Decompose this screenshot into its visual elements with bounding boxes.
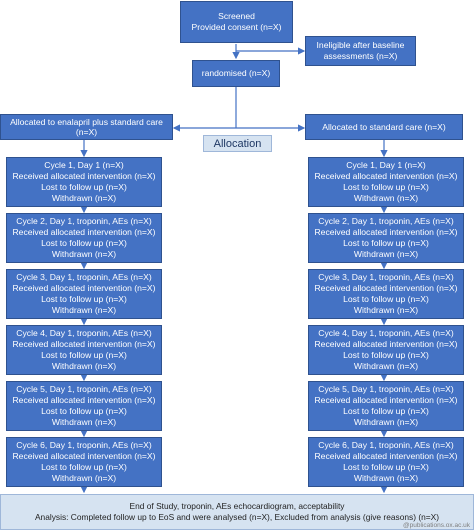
- randomised-label: randomised (n=X): [201, 68, 271, 78]
- withdrawn-count: Withdrawn (n=X): [353, 249, 419, 259]
- ineligible-count: assessments (n=X): [323, 51, 398, 61]
- lost-count: Lost to follow up (n=X): [343, 238, 429, 248]
- lost-count: Lost to follow up (n=X): [343, 350, 429, 360]
- right-cycle-5-box: Cycle 5, Day 1, troponin, AEs (n=X) Rece…: [308, 381, 464, 431]
- arm-enalapril-count: (n=X): [75, 127, 98, 137]
- withdrawn-count: Withdrawn (n=X): [51, 417, 117, 427]
- left-cycle-3-box: Cycle 3, Day 1, troponin, AEs (n=X) Rece…: [6, 269, 162, 319]
- withdrawn-count: Withdrawn (n=X): [51, 473, 117, 483]
- withdrawn-count: Withdrawn (n=X): [353, 473, 419, 483]
- lost-count: Lost to follow up (n=X): [41, 406, 127, 416]
- withdrawn-count: Withdrawn (n=X): [51, 193, 117, 203]
- arm-standard-care-box: Allocated to standard care (n=X): [305, 114, 463, 140]
- left-cycle-4-box: Cycle 4, Day 1, troponin, AEs (n=X) Rece…: [6, 325, 162, 375]
- received-count: Received allocated intervention (n=X): [314, 227, 458, 237]
- cycle-title: Cycle 5, Day 1, troponin, AEs (n=X): [318, 384, 454, 394]
- withdrawn-count: Withdrawn (n=X): [51, 249, 117, 259]
- lost-count: Lost to follow up (n=X): [343, 294, 429, 304]
- cycle-title: Cycle 2, Day 1, troponin, AEs (n=X): [318, 216, 454, 226]
- cycle-title: Cycle 6, Day 1, troponin, AEs (n=X): [16, 440, 152, 450]
- allocation-label: Allocation: [203, 135, 272, 152]
- lost-count: Lost to follow up (n=X): [41, 294, 127, 304]
- received-count: Received allocated intervention (n=X): [314, 395, 458, 405]
- ineligible-box: Ineligible after baseline assessments (n…: [305, 36, 416, 66]
- lost-count: Lost to follow up (n=X): [41, 182, 127, 192]
- left-cycle-5-box: Cycle 5, Day 1, troponin, AEs (n=X) Rece…: [6, 381, 162, 431]
- cycle-title: Cycle 1, Day 1 (n=X): [346, 160, 426, 170]
- withdrawn-count: Withdrawn (n=X): [353, 305, 419, 315]
- received-count: Received allocated intervention (n=X): [314, 283, 458, 293]
- left-cycle-6-box: Cycle 6, Day 1, troponin, AEs (n=X) Rece…: [6, 437, 162, 487]
- arm-standard-care-label: Allocated to standard care (n=X): [322, 121, 446, 132]
- received-count: Received allocated intervention (n=X): [314, 451, 458, 461]
- right-cycle-3-box: Cycle 3, Day 1, troponin, AEs (n=X) Rece…: [308, 269, 464, 319]
- cycle-title: Cycle 2, Day 1, troponin, AEs (n=X): [16, 216, 152, 226]
- lost-count: Lost to follow up (n=X): [41, 462, 127, 472]
- right-cycle-4-box: Cycle 4, Day 1, troponin, AEs (n=X) Rece…: [308, 325, 464, 375]
- lost-count: Lost to follow up (n=X): [41, 238, 127, 248]
- received-count: Received allocated intervention (n=X): [314, 171, 458, 181]
- cycle-title: Cycle 6, Day 1, troponin, AEs (n=X): [318, 440, 454, 450]
- ineligible-label: Ineligible after baseline: [316, 40, 405, 50]
- received-count: Received allocated intervention (n=X): [12, 171, 156, 181]
- withdrawn-count: Withdrawn (n=X): [51, 305, 117, 315]
- consent-count: Provided consent (n=X): [191, 22, 282, 32]
- screened-label: Screened: [218, 11, 255, 21]
- lost-count: Lost to follow up (n=X): [343, 462, 429, 472]
- screened-box: Screened Provided consent (n=X): [180, 1, 293, 43]
- randomised-box: randomised (n=X): [192, 60, 280, 87]
- cycle-title: Cycle 1, Day 1 (n=X): [44, 160, 124, 170]
- analysis-summary: Analysis: Completed follow up to EoS and…: [34, 512, 440, 522]
- cycle-title: Cycle 5, Day 1, troponin, AEs (n=X): [16, 384, 152, 394]
- cycle-title: Cycle 4, Day 1, troponin, AEs (n=X): [318, 328, 454, 338]
- right-cycle-1-box: Cycle 1, Day 1 (n=X) Received allocated …: [308, 157, 464, 207]
- arm-enalapril-label: Allocated to enalapril plus standard car…: [10, 116, 163, 127]
- received-count: Received allocated intervention (n=X): [12, 339, 156, 349]
- withdrawn-count: Withdrawn (n=X): [353, 417, 419, 427]
- lost-count: Lost to follow up (n=X): [41, 350, 127, 360]
- cycle-title: Cycle 3, Day 1, troponin, AEs (n=X): [318, 272, 454, 282]
- watermark: @publications.ox.ac.uk: [403, 522, 470, 529]
- cycle-title: Cycle 3, Day 1, troponin, AEs (n=X): [16, 272, 152, 282]
- right-cycle-2-box: Cycle 2, Day 1, troponin, AEs (n=X) Rece…: [308, 213, 464, 263]
- lost-count: Lost to follow up (n=X): [343, 406, 429, 416]
- received-count: Received allocated intervention (n=X): [12, 283, 156, 293]
- withdrawn-count: Withdrawn (n=X): [51, 361, 117, 371]
- withdrawn-count: Withdrawn (n=X): [353, 361, 419, 371]
- left-cycle-2-box: Cycle 2, Day 1, troponin, AEs (n=X) Rece…: [6, 213, 162, 263]
- withdrawn-count: Withdrawn (n=X): [353, 193, 419, 203]
- received-count: Received allocated intervention (n=X): [12, 451, 156, 461]
- right-cycle-6-box: Cycle 6, Day 1, troponin, AEs (n=X) Rece…: [308, 437, 464, 487]
- cycle-title: Cycle 4, Day 1, troponin, AEs (n=X): [16, 328, 152, 338]
- lost-count: Lost to follow up (n=X): [343, 182, 429, 192]
- received-count: Received allocated intervention (n=X): [314, 339, 458, 349]
- end-of-study-label: End of Study, troponin, AEs echocardiogr…: [129, 501, 345, 511]
- received-count: Received allocated intervention (n=X): [12, 395, 156, 405]
- arm-enalapril-box: Allocated to enalapril plus standard car…: [0, 114, 173, 140]
- left-cycle-1-box: Cycle 1, Day 1 (n=X) Received allocated …: [6, 157, 162, 207]
- received-count: Received allocated intervention (n=X): [12, 227, 156, 237]
